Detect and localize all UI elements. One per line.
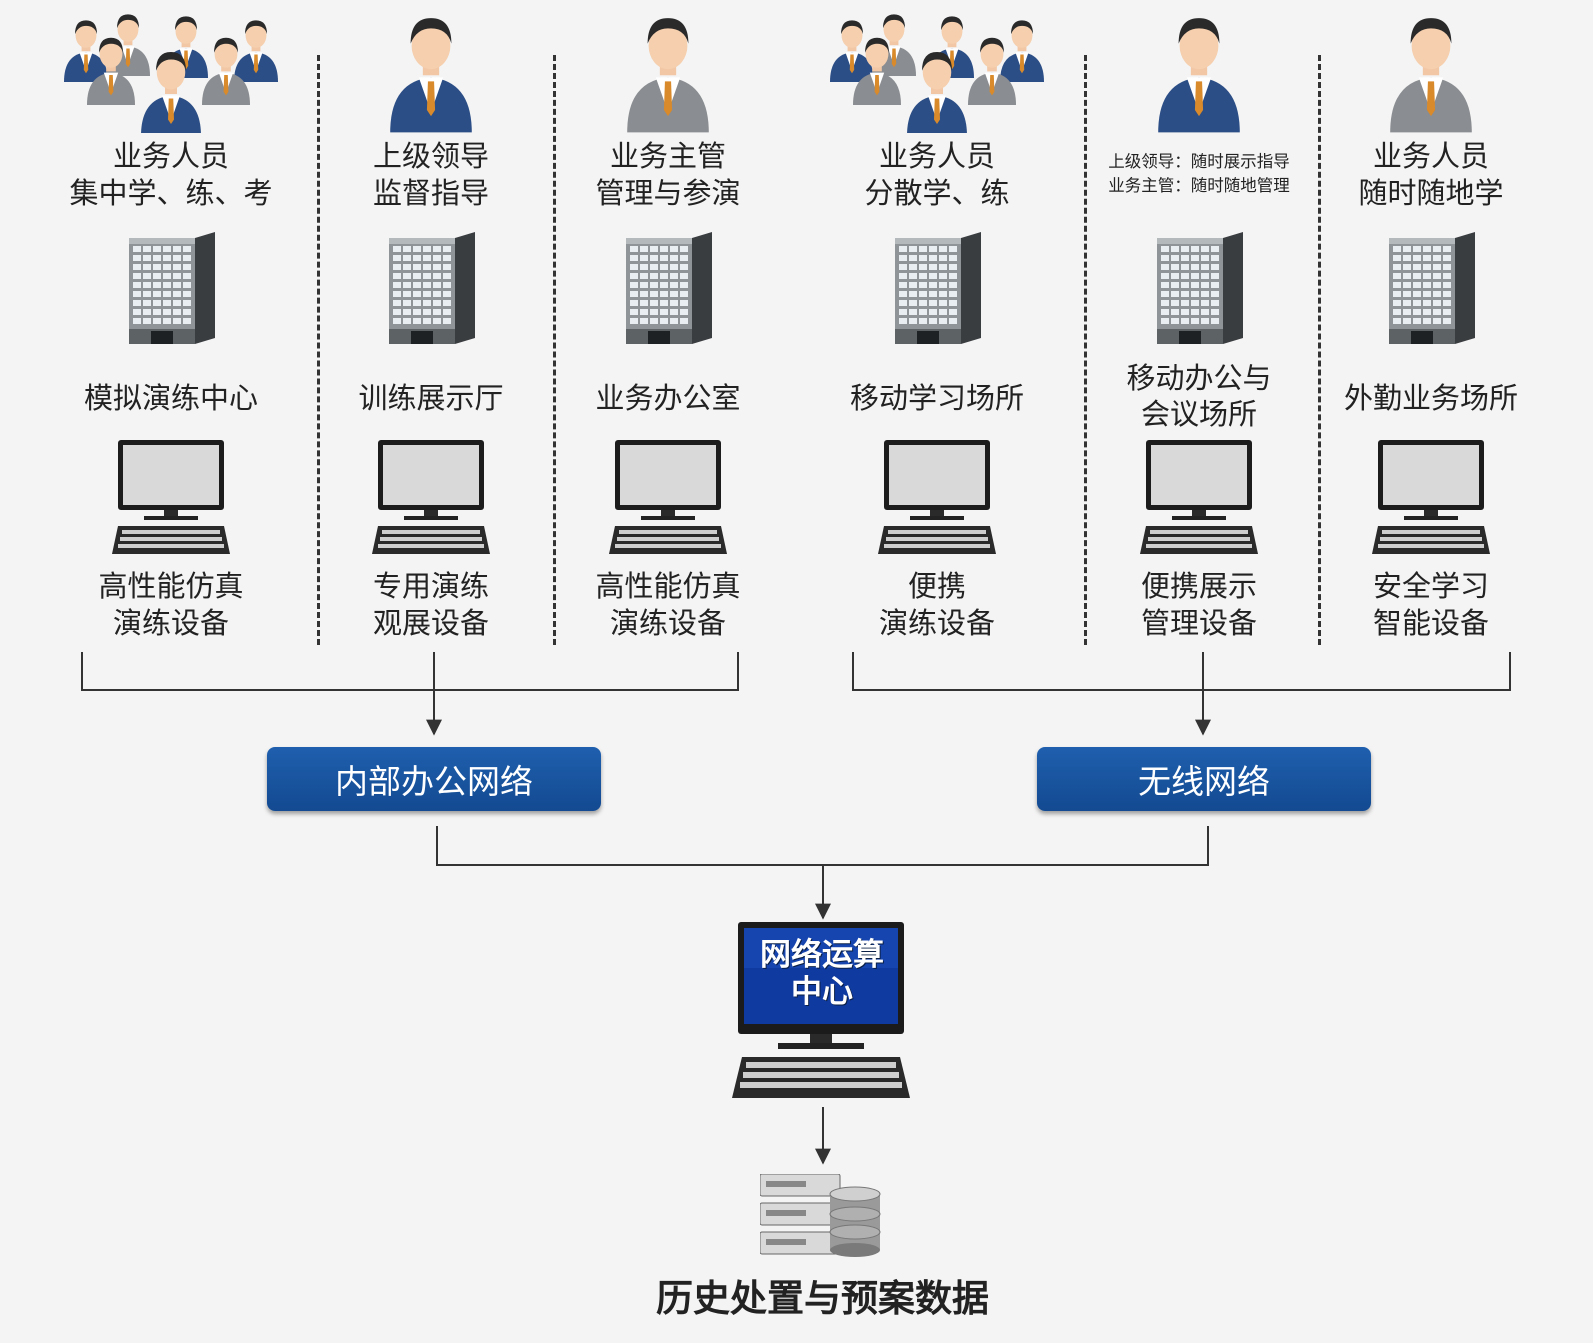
database-label: 历史处置与预案数据 — [656, 1277, 989, 1320]
column-divider — [1318, 55, 1321, 645]
role-line: 分散学、练 — [864, 176, 1010, 210]
place-line: 外勤业务场所 — [1343, 381, 1518, 415]
device-line: 演练设备 — [609, 606, 726, 640]
wireless-network-box: 无线网络 — [1037, 747, 1371, 811]
staff-group-icon — [830, 14, 1044, 133]
device-line: 演练设备 — [878, 606, 995, 640]
building-icon — [129, 232, 215, 344]
scenario-column: 业务人员分散学、练 移动学习场所 便携演练设备 — [822, 0, 1052, 650]
place-label: 移动办公与会议场所 — [1084, 360, 1314, 432]
place-label: 业务办公室 — [553, 380, 783, 416]
role-label: 上级领导：随时展示指导业务主管：随时随地管理 — [1084, 150, 1314, 198]
role-line: 上级领导：随时展示指导 — [1108, 152, 1290, 171]
internal-network-label: 内部办公网络 — [335, 762, 533, 801]
wireless-network-label: 无线网络 — [1138, 762, 1270, 801]
place-line: 模拟演练中心 — [83, 381, 258, 415]
role-line: 集中学、练、考 — [69, 176, 273, 210]
role-line: 业务主管 — [609, 139, 726, 173]
center-label-line2: 中心 — [791, 974, 853, 1010]
person-icon — [1390, 18, 1472, 133]
role-line: 业务人员 — [878, 139, 995, 173]
place-line: 移动学习场所 — [849, 381, 1024, 415]
role-label: 业务人员分散学、练 — [822, 138, 1052, 212]
place-line: 会议场所 — [1140, 397, 1257, 431]
column-divider — [1084, 55, 1087, 645]
place-label: 移动学习场所 — [822, 380, 1052, 416]
device-line: 专用演练 — [372, 569, 489, 603]
building-icon — [1389, 232, 1475, 344]
computer-icon — [372, 440, 490, 554]
scenario-column: 业务人员集中学、练、考 模拟演练中心 高性能仿真演练设备 — [56, 0, 286, 650]
role-label: 业务主管管理与参演 — [553, 138, 783, 212]
column-divider — [317, 55, 320, 645]
place-line: 业务办公室 — [595, 381, 741, 415]
network-computing-center-label: 网络运算 中心 — [748, 937, 896, 1011]
role-line: 业务主管：随时随地管理 — [1108, 176, 1290, 195]
building-icon — [389, 232, 475, 344]
device-label: 高性能仿真演练设备 — [553, 568, 783, 642]
device-line: 便携 — [907, 569, 966, 603]
device-line: 管理设备 — [1140, 606, 1257, 640]
device-label: 专用演练观展设备 — [316, 568, 546, 642]
device-label: 高性能仿真演练设备 — [56, 568, 286, 642]
center-label-line1: 网络运算 — [760, 937, 884, 973]
role-label: 业务人员随时随地学 — [1316, 138, 1546, 212]
computer-icon — [112, 440, 230, 554]
staff-group-icon — [64, 14, 278, 133]
role-line: 上级领导 — [372, 139, 489, 173]
computer-icon — [878, 440, 996, 554]
role-line: 管理与参演 — [595, 176, 741, 210]
device-line: 安全学习 — [1372, 569, 1489, 603]
role-line: 监督指导 — [372, 176, 489, 210]
left-group-bracket — [81, 652, 739, 691]
scenario-column: 业务主管管理与参演 业务办公室 高性能仿真演练设备 — [553, 0, 783, 650]
building-icon — [895, 232, 981, 344]
device-line: 演练设备 — [112, 606, 229, 640]
device-label: 便携展示管理设备 — [1084, 568, 1314, 642]
column-divider — [553, 55, 556, 645]
place-label: 模拟演练中心 — [56, 380, 286, 416]
role-line: 随时随地学 — [1358, 176, 1504, 210]
person-icon — [390, 18, 472, 133]
role-line: 业务人员 — [112, 139, 229, 173]
computer-icon — [609, 440, 727, 554]
place-line: 移动办公与 — [1126, 361, 1272, 395]
place-label: 外勤业务场所 — [1316, 380, 1546, 416]
person-icon — [627, 18, 709, 133]
role-label: 业务人员集中学、练、考 — [56, 138, 286, 212]
place-line: 训练展示厅 — [358, 381, 504, 415]
device-label: 便携演练设备 — [822, 568, 1052, 642]
computer-icon — [1372, 440, 1490, 554]
role-label: 上级领导监督指导 — [316, 138, 546, 212]
person-icon — [1158, 18, 1240, 133]
network-join-bracket — [436, 826, 1209, 866]
computer-icon — [1140, 440, 1258, 554]
building-icon — [1157, 232, 1243, 344]
device-line: 观展设备 — [372, 606, 489, 640]
right-group-bracket — [852, 652, 1511, 691]
place-label: 训练展示厅 — [316, 380, 546, 416]
device-label: 安全学习智能设备 — [1316, 568, 1546, 642]
central-computer-icon — [732, 922, 910, 1098]
scenario-column: 上级领导监督指导 训练展示厅 专用演练观展设备 — [316, 0, 546, 650]
role-line: 业务人员 — [1372, 139, 1489, 173]
device-line: 高性能仿真 — [595, 569, 741, 603]
building-icon — [626, 232, 712, 344]
internal-network-box: 内部办公网络 — [267, 747, 601, 811]
scenario-column: 上级领导：随时展示指导业务主管：随时随地管理 移动办公与会议场所 便携展示管理设… — [1084, 0, 1314, 650]
device-line: 智能设备 — [1372, 606, 1489, 640]
scenario-column: 业务人员随时随地学 外勤业务场所 安全学习智能设备 — [1316, 0, 1546, 650]
device-line: 便携展示 — [1140, 569, 1257, 603]
device-line: 高性能仿真 — [98, 569, 244, 603]
database-server-icon — [760, 1174, 881, 1257]
